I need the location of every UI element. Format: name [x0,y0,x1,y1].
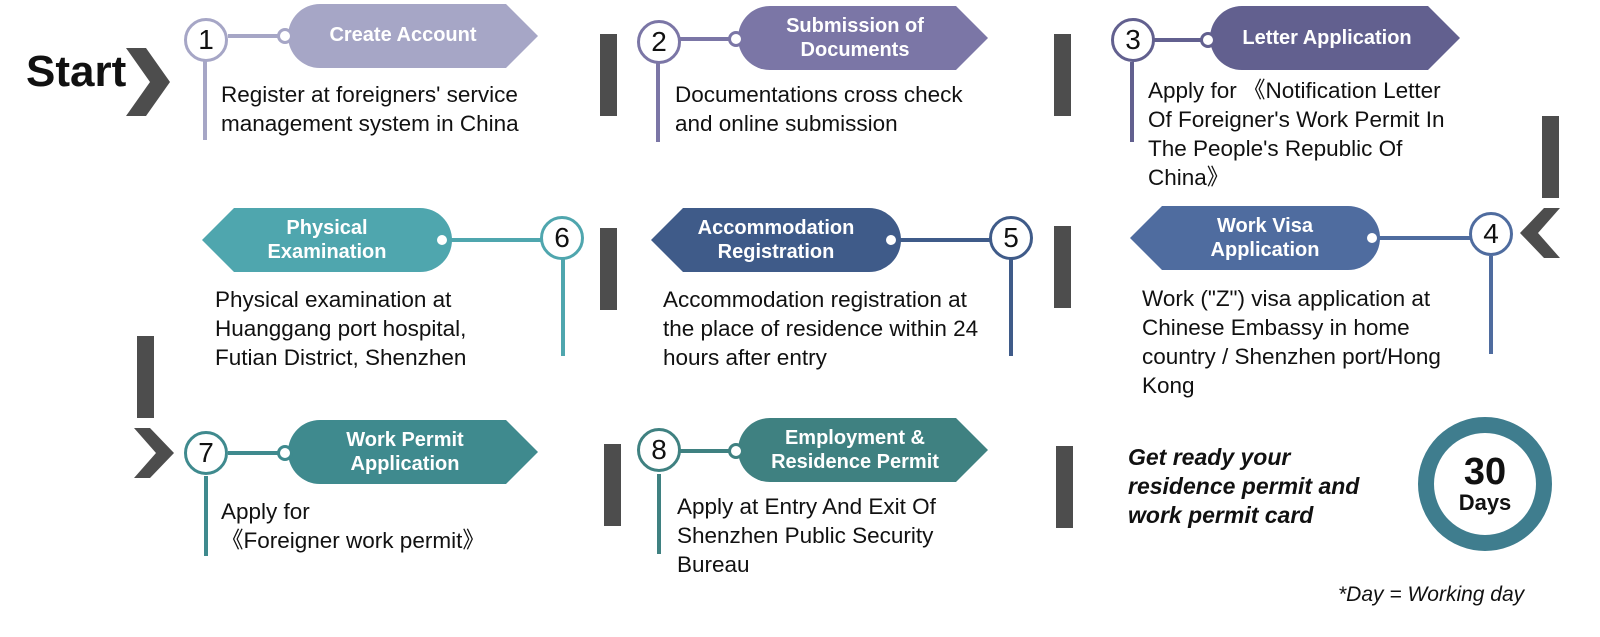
step-4-title: Work Visa Application [1210,215,1320,261]
step-7-description: Apply for 《Foreigner work permit》 [221,499,485,553]
step-1-title: Create Account [329,24,477,46]
separator-bar [1542,116,1559,198]
start-label: Start [26,47,127,96]
step-2-number-badge: 2 [637,20,681,64]
step-3-number-badge: 3 [1111,18,1155,62]
step-2-title: Submission of Documents [786,15,924,61]
step-4-description: Work ("Z") visa application at Chinese E… [1142,286,1441,398]
start-chevron-icon [126,48,170,116]
step-6-description: Physical examination at Huanggang port h… [215,287,467,370]
step-3-connector-dot [1200,32,1216,48]
separator-bar [604,444,621,526]
step-6-number-badge: 6 [540,216,584,260]
step-5-tag-shape [651,208,901,272]
step-7-connector-dot [277,445,293,461]
step-3-tag-shape [1210,6,1460,70]
separator-bar [600,228,617,310]
step-1-number-badge: 1 [184,18,228,62]
step-8-title: Employment & Residence Permit [771,427,939,473]
step-3-description: Apply for 《Notification Letter Of Foreig… [1148,78,1445,190]
separator-bar [137,336,154,418]
step-1-connector-dot [277,28,293,44]
step-1-description: Register at foreigners' service manageme… [221,82,519,136]
step-8-tag-shape [738,418,988,482]
footnote: *Day = Working day [1338,583,1525,606]
step-3-title: Letter Application [1242,27,1412,49]
step-5-title: Accommodation Registration [697,217,855,263]
step-6-connector-dot [434,232,450,248]
step-2-connector-dot [728,31,744,47]
step-5-number-badge: 5 [989,216,1033,260]
step-5-connector-dot [883,232,899,248]
days-number: 30 [1463,451,1507,493]
step-7-title: Work Permit Application [346,429,464,475]
goal-text: Get ready your residence permit and work… [1128,444,1360,528]
step-1-tag-shape [288,4,538,68]
step-6-title: Physical Examination [267,217,387,263]
step-2-tag-shape [738,6,988,70]
separator-bar [1054,226,1071,308]
step-4-tag-shape [1130,206,1380,270]
days-label: Days [1458,490,1512,515]
step-2-description: Documentations cross check and online su… [675,82,963,136]
step-6-tag-shape [202,208,452,272]
step-8-number-badge: 8 [637,428,681,472]
row-3-chevron-icon [134,428,174,478]
step-8-description: Apply at Entry And Exit Of Shenzhen Publ… [677,494,936,577]
step-7-tag-shape [288,420,538,484]
separator-bar [1056,446,1073,528]
separator-bar [1054,34,1071,116]
separator-bar [600,34,617,116]
step-4-number-badge: 4 [1469,212,1513,256]
row-2-chevron-icon [1520,208,1560,258]
step-7-number-badge: 7 [184,431,228,475]
step-8-connector-dot [728,443,744,459]
step-5-description: Accommodation registration at the place … [663,287,979,370]
step-4-connector-dot [1364,230,1380,246]
days-ring: 30 Days [1418,417,1552,551]
